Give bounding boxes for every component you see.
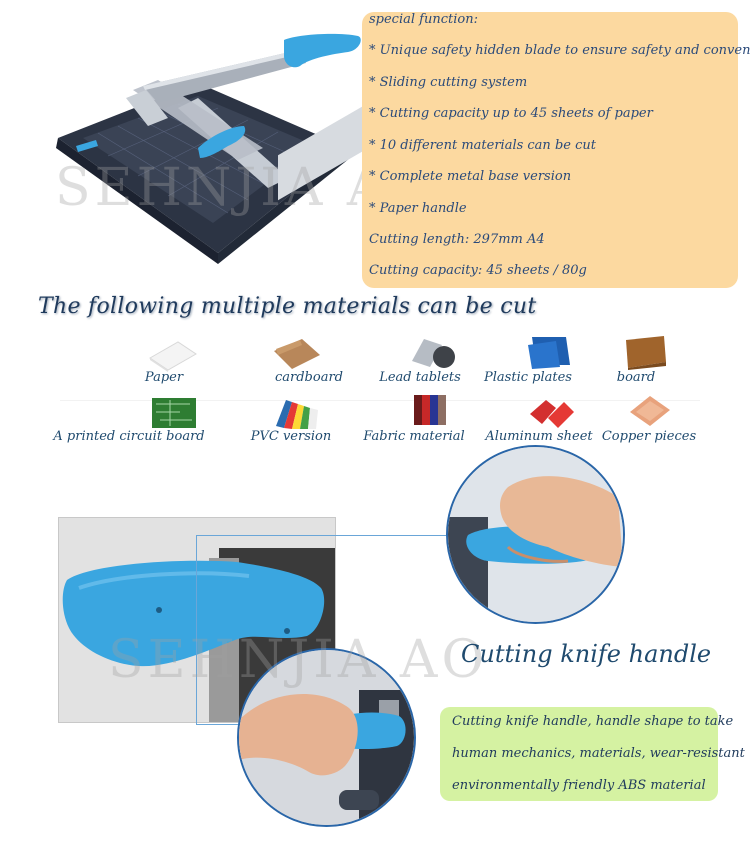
spec-heading: special function: — [369, 12, 478, 27]
handle-description-box: Cutting knife handle, handle shape to ta… — [440, 707, 745, 801]
handle-description-line: human mechanics, materials, wear-resista… — [452, 746, 745, 761]
spec-cutting-capacity: Cutting capacity: 45 sheets / 80g — [369, 263, 587, 278]
material-label: Lead tablets — [379, 370, 461, 385]
material-label: board — [616, 370, 656, 385]
material-label: Fabric material — [363, 429, 465, 444]
spec-feature: * Cutting capacity up to 45 sheets of pa… — [369, 106, 653, 121]
handle-grip-photo — [446, 445, 625, 624]
aluminum-sheet-icon — [530, 400, 574, 428]
material-label: Plastic plates — [484, 370, 572, 385]
material-label: PVC version — [250, 429, 332, 444]
materials-title: The following multiple materials can be … — [38, 294, 537, 319]
lead-tablets-icon — [412, 339, 455, 368]
spec-feature: * Paper handle — [369, 201, 467, 216]
cardboard-icon — [274, 339, 320, 369]
specification-box: special function: * Unique safety hidden… — [362, 12, 750, 288]
circuit-board-icon — [152, 398, 196, 428]
material-label: Copper pieces — [601, 429, 697, 444]
handle-description-line: Cutting knife handle, handle shape to ta… — [452, 714, 734, 729]
pvc-icon — [276, 400, 318, 429]
handle-heading: Cutting knife handle — [461, 640, 712, 668]
connector-line — [196, 535, 197, 725]
spec-feature: * Complete metal base version — [369, 169, 572, 184]
material-label: Aluminum sheet — [485, 429, 593, 444]
materials-divider — [60, 400, 700, 401]
paper-cutter-image — [56, 33, 368, 264]
paper-icon — [149, 341, 197, 372]
board-icon — [626, 336, 666, 370]
material-label: cardboard — [274, 370, 344, 385]
connector-line — [196, 535, 446, 536]
handle-description-line: environmentally friendly ABS material — [452, 778, 706, 793]
connector-line — [196, 724, 238, 725]
material-label: Paper — [144, 370, 184, 385]
spec-feature: * 10 different materials can be cut — [369, 138, 596, 153]
plastic-plates-icon — [528, 337, 570, 369]
spec-cutting-length: Cutting length: 297mm A4 — [369, 232, 545, 247]
spec-feature: * Sliding cutting system — [369, 75, 528, 90]
hand-on-handle-icon — [239, 650, 414, 825]
hand-grip-icon — [448, 447, 623, 622]
material-label: A printed circuit board — [53, 429, 205, 444]
handle-hand-photo — [237, 648, 416, 827]
spec-feature: * Unique safety hidden blade to ensure s… — [369, 43, 750, 58]
fabric-icon — [414, 395, 446, 425]
copper-pieces-icon — [630, 396, 670, 426]
